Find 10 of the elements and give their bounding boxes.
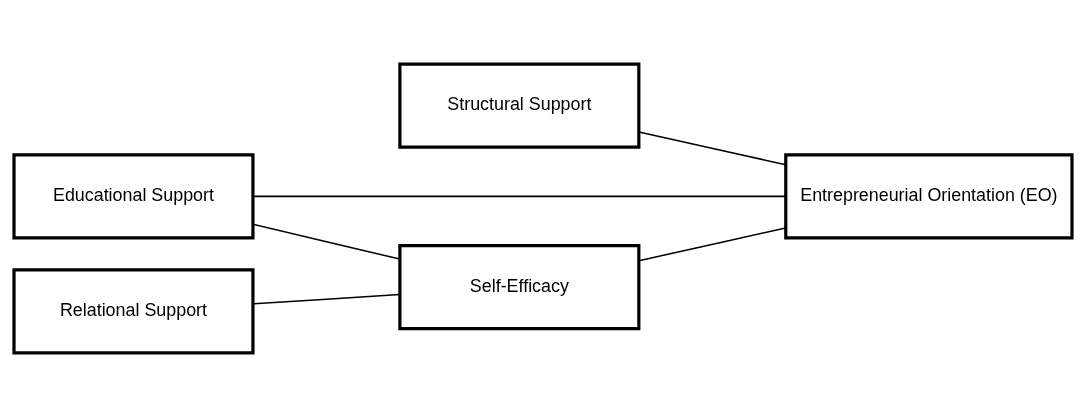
node-box: Entrepreneurial Orientation (EO) (784, 153, 1074, 240)
node-box: Relational Support (12, 268, 255, 355)
connector (252, 223, 401, 260)
connector (252, 195, 787, 198)
node-box: Educational Support (12, 153, 255, 240)
connector (638, 131, 787, 166)
connector (252, 293, 401, 305)
node-box: Structural Support (398, 62, 641, 149)
node-box: Self-Efficacy (398, 243, 641, 331)
connector (638, 227, 787, 262)
